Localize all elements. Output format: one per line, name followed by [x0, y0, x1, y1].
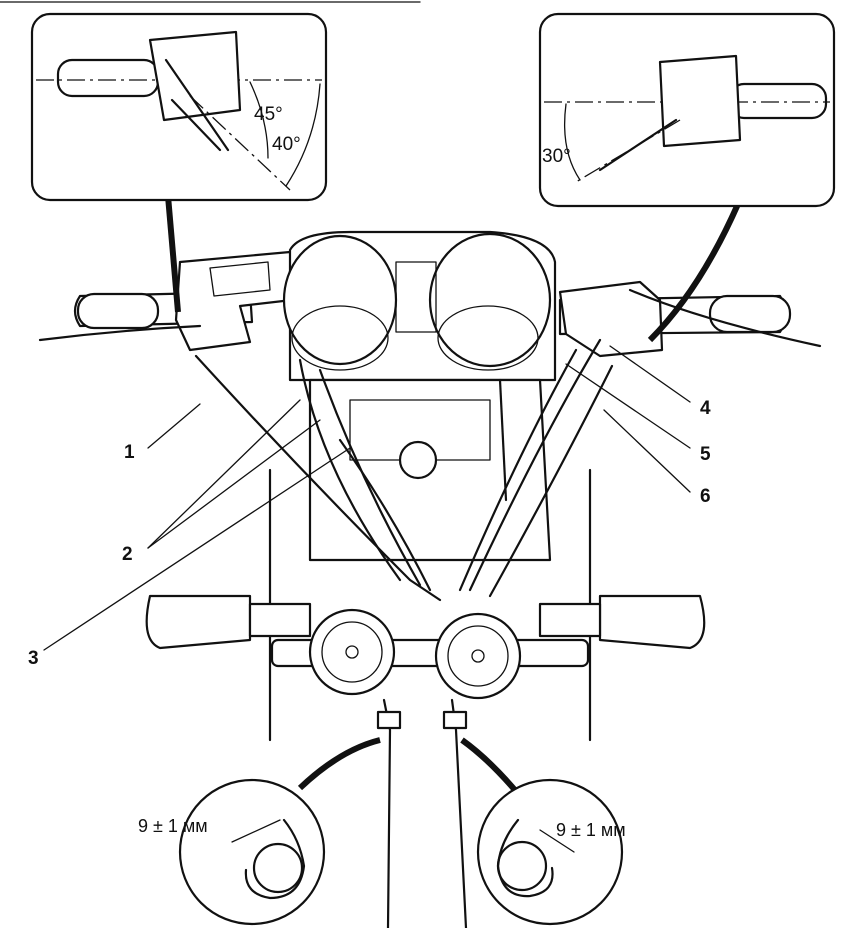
left-signal-stalk [248, 602, 312, 638]
cable-2a [298, 358, 402, 582]
left-horn-face [321, 621, 383, 683]
detail-left: 9 ± 1 мм [138, 737, 381, 926]
detail-right-cable-end [496, 840, 548, 892]
leader-6 [603, 409, 691, 493]
tachometer-face [437, 305, 539, 371]
angle-label-45: 45° [254, 104, 283, 125]
tachometer [428, 232, 552, 368]
detail-left-circle [178, 778, 326, 926]
inset-right-switch [658, 54, 742, 148]
callouts: 1 2 3 4 5 6 [28, 345, 711, 669]
leader-4 [609, 345, 691, 403]
detail-right: 9 ± 1 мм [460, 737, 626, 926]
left-cable-clamp [376, 710, 402, 730]
master-cylinder [209, 261, 271, 297]
cable-bundle [194, 338, 614, 928]
callout-3: 3 [28, 648, 39, 669]
right-turn-signal [598, 594, 706, 650]
callout-1: 1 [124, 442, 135, 463]
speedometer-face [291, 305, 389, 371]
indicator-panel [395, 261, 437, 333]
detail-right-pointer [460, 737, 523, 798]
steering-stem-nut [398, 440, 438, 480]
cable-6 [488, 364, 614, 598]
cable-5 [458, 348, 578, 592]
right-switch-housing [558, 280, 664, 358]
detail-left-dim-line [231, 819, 281, 843]
inset-left: 45° 40° [30, 12, 328, 313]
inset-left-lever-b [170, 98, 222, 152]
detail-left-dimension: 9 ± 1 мм [138, 816, 208, 836]
callout-4: 4 [700, 398, 711, 419]
left-grip [76, 292, 160, 330]
inset-left-arc-40 [285, 83, 321, 187]
inset-right: 30° [538, 12, 836, 343]
cable-2b [318, 368, 422, 587]
right-signal-stalk [538, 602, 602, 638]
cable-1 [194, 354, 442, 602]
callout-2: 2 [122, 544, 133, 565]
leader-5 [565, 363, 691, 449]
cable-4 [468, 338, 602, 592]
left-turn-signal [145, 594, 252, 650]
inset-left-lever-a [164, 58, 230, 152]
right-cable-clamp [442, 710, 468, 730]
cable-3 [338, 438, 432, 592]
inset-right-arc-30 [563, 103, 581, 181]
angle-label-30: 30° [542, 146, 571, 167]
detail-right-dim-line [539, 829, 575, 853]
inset-left-handlebar [56, 58, 160, 98]
inset-left-angle-line [189, 95, 291, 191]
leader-2a [147, 399, 301, 549]
detail-right-cable-hook [496, 818, 554, 898]
left-horn-center [345, 645, 359, 659]
leader-1 [147, 403, 201, 449]
right-grip [708, 294, 792, 334]
callout-6: 6 [700, 486, 711, 507]
callout-5: 5 [700, 444, 711, 465]
speedometer [282, 234, 398, 366]
speedometer-cable [498, 378, 508, 502]
inset-right-angle-line [575, 119, 681, 183]
right-lever [628, 288, 822, 348]
detail-left-cable-hook [244, 818, 306, 900]
left-switch-housing [174, 250, 294, 352]
inset-right-pointer [647, 202, 741, 343]
detail-right-dimension: 9 ± 1 мм [556, 820, 626, 840]
detail-left-cable-end [252, 842, 304, 894]
inset-left-pointer [165, 195, 181, 313]
lower-cable-left [382, 698, 392, 928]
inset-right-handlebar [728, 82, 828, 120]
inset-left-switch [148, 30, 242, 122]
leader-2b [147, 419, 321, 549]
right-horn-center [471, 649, 485, 663]
left-lever [38, 324, 202, 342]
leader-3 [43, 447, 351, 651]
right-horn-face [447, 625, 509, 687]
detail-left-pointer [297, 737, 381, 791]
lower-cable-right [450, 698, 468, 928]
angle-label-40: 40° [272, 134, 301, 155]
handlebar-assembly [38, 230, 822, 928]
inset-left-arc-45 [249, 81, 269, 159]
